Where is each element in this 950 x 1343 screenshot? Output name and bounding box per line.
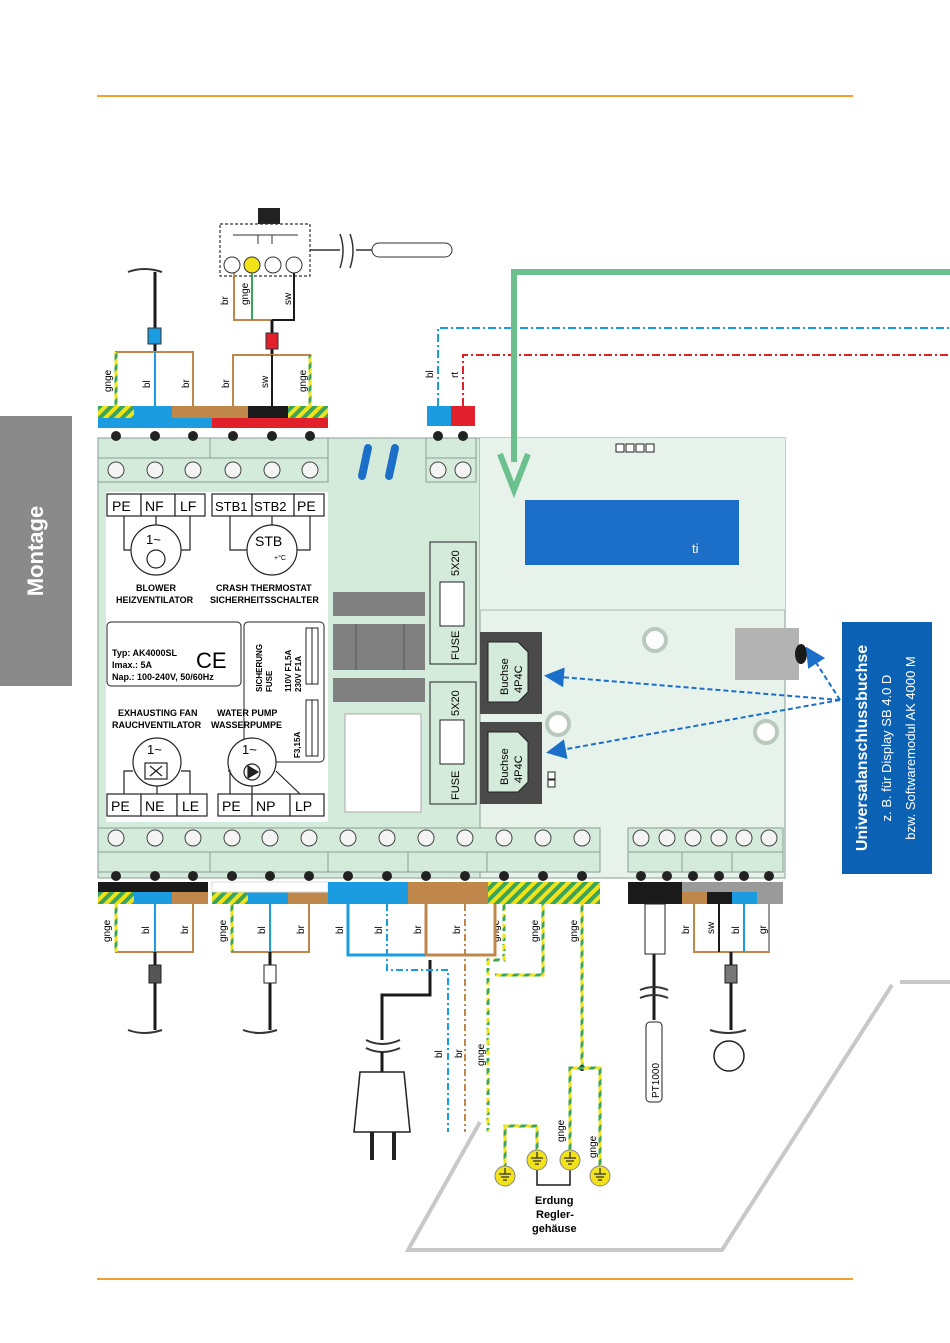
label-gnge-b4: gnge	[530, 919, 541, 942]
ce-mark: CE	[196, 648, 227, 673]
fuse-holder-1: 5X20 FUSE	[429, 541, 477, 665]
fuse-size-1: 5X20	[450, 550, 462, 576]
pump-caption-1: WATER PUMP	[217, 708, 277, 718]
socket-1-label-1: Buchse	[499, 658, 511, 695]
label-gnge-b2: gnge	[218, 919, 229, 942]
socket-1: Buchse 4P4C	[480, 632, 542, 714]
socket-1-label-2: 4P4C	[513, 665, 525, 693]
label-br-house: br	[454, 1048, 465, 1058]
label-sw-1: sw	[260, 375, 271, 388]
grounding-line-1: Erdung	[535, 1195, 574, 1207]
label-bl-data: bl	[425, 370, 436, 378]
term-lf-blower: LF	[180, 498, 196, 514]
crash-thermostat-switch	[219, 208, 453, 277]
terminal-row-bottom-right	[627, 827, 784, 873]
wire-code-gnge: gnge	[240, 282, 251, 305]
pump-symbol: 1~	[242, 742, 257, 757]
display	[525, 500, 739, 565]
blower-caption-2: HEIZVENTILATOR	[116, 595, 194, 605]
label-br-b3: br	[413, 924, 424, 934]
fuse-rating-2: 230V F1A	[294, 656, 303, 692]
term-nf-blower: NF	[145, 498, 164, 514]
term-pe-fan: PE	[111, 798, 130, 814]
crash-temp: +°C	[274, 554, 286, 562]
label-bl-b3: bl	[335, 926, 346, 934]
fuse-label-2: FUSE	[265, 670, 274, 692]
grounding-line-3: gehäuse	[532, 1223, 577, 1235]
label-gnge-b5: gnge	[569, 919, 580, 942]
pump-caption-2: WASSERPUMPE	[211, 720, 282, 730]
info-title: Universalanschlussbuchse	[854, 644, 871, 852]
fuse-label-holder-1: FUSE	[450, 631, 462, 660]
section-tab: Montage	[0, 416, 72, 686]
label-bl-b4: bl	[374, 926, 385, 934]
label-rt-data: rt	[450, 372, 461, 378]
label-bl-1: bl	[142, 380, 153, 388]
fan-caption-1: EXHAUSTING FAN	[118, 708, 198, 718]
universal-socket	[735, 628, 799, 680]
socket-2-label-2: 4P4C	[513, 755, 525, 783]
fuse-size-2: 5X20	[450, 690, 462, 716]
label-bl-b2: bl	[257, 926, 268, 934]
term-lp-pump: LP	[295, 798, 312, 814]
type-line-2: Imax.: 5A	[112, 660, 153, 670]
term-ne-fan: NE	[145, 798, 164, 814]
term-stb2: STB2	[254, 499, 287, 514]
fan-caption-2: RAUCHVENTILATOR	[112, 720, 202, 730]
term-stb1: STB1	[215, 499, 248, 514]
housing-outline	[404, 980, 950, 1252]
terminal-row-top	[97, 437, 477, 483]
crash-symbol: STB	[255, 533, 282, 549]
term-np-pump: NP	[256, 798, 275, 814]
label-br-b2: br	[296, 924, 307, 934]
type-line-1: Typ: AK4000SL	[112, 648, 178, 658]
label-sw-b1: sw	[706, 921, 717, 934]
terminal-row-bottom-left	[97, 827, 601, 873]
wire-code-sw: sw	[283, 292, 294, 305]
label-gnge-g1: gnge	[556, 1119, 567, 1142]
label-bl-b1: bl	[141, 926, 152, 934]
fan-symbol: 1~	[147, 742, 162, 757]
label-gnge-1: gnge	[103, 369, 114, 392]
display-text: ti	[692, 541, 699, 556]
socket-2: Buchse 4P4C	[480, 722, 542, 804]
pt1000-label: PT1000	[651, 1063, 662, 1098]
label-gnge-house: gnge	[476, 1043, 487, 1066]
label-br-b1: br	[180, 924, 191, 934]
label-gnge-2: gnge	[298, 369, 309, 392]
blower-caption-1: BLOWER	[136, 583, 176, 593]
type-line-3: Nap.: 100-240V, 50/60Hz	[112, 672, 214, 682]
label-br-b5: br	[681, 924, 692, 934]
crash-caption-2: SICHERHEITSSCHALTER	[210, 595, 319, 605]
fuse-label-holder-2: FUSE	[450, 771, 462, 800]
fuse-label-1: SICHERUNG	[255, 644, 264, 692]
socket-2-label-1: Buchse	[499, 748, 511, 785]
label-gnge-b1: gnge	[102, 919, 113, 942]
blower-symbol: 1~	[146, 532, 161, 547]
label-gr-b1: gr	[758, 924, 769, 934]
term-pe-blower: PE	[112, 498, 131, 514]
grounding-line-2: Regler-	[536, 1209, 574, 1221]
term-pe-crash: PE	[297, 498, 316, 514]
label-bl-b5: bl	[731, 926, 742, 934]
info-box: Universalanschlussbuchse z. B. für Displ…	[842, 622, 932, 874]
fuse-rating-3: F3,15A	[293, 732, 302, 758]
bottom-rule	[97, 1278, 853, 1280]
label-gnge-g2: gnge	[588, 1135, 599, 1158]
label-br-1: br	[181, 378, 192, 388]
label-bl-house: bl	[434, 1050, 445, 1058]
fuse-holder-2: 5X20 FUSE	[429, 681, 477, 805]
wire-code-br: br	[220, 295, 231, 305]
label-br-b4: br	[452, 924, 463, 934]
label-panel: PE NF LF 1~ BLOWER HEIZVENTILATOR STB1 S…	[106, 492, 328, 822]
info-line-2: bzw. Softwaremodul AK 4000 M	[903, 656, 918, 840]
fuse-rating-1: 110V F1,5A	[284, 650, 293, 692]
term-pe-pump: PE	[222, 798, 241, 814]
label-br-2: br	[221, 378, 232, 388]
info-line-1: z. B. für Display SB 4.0 D	[879, 674, 894, 822]
crash-caption-1: CRASH THERMOSTAT	[216, 583, 312, 593]
term-le-fan: LE	[182, 798, 199, 814]
top-rule	[97, 95, 853, 97]
